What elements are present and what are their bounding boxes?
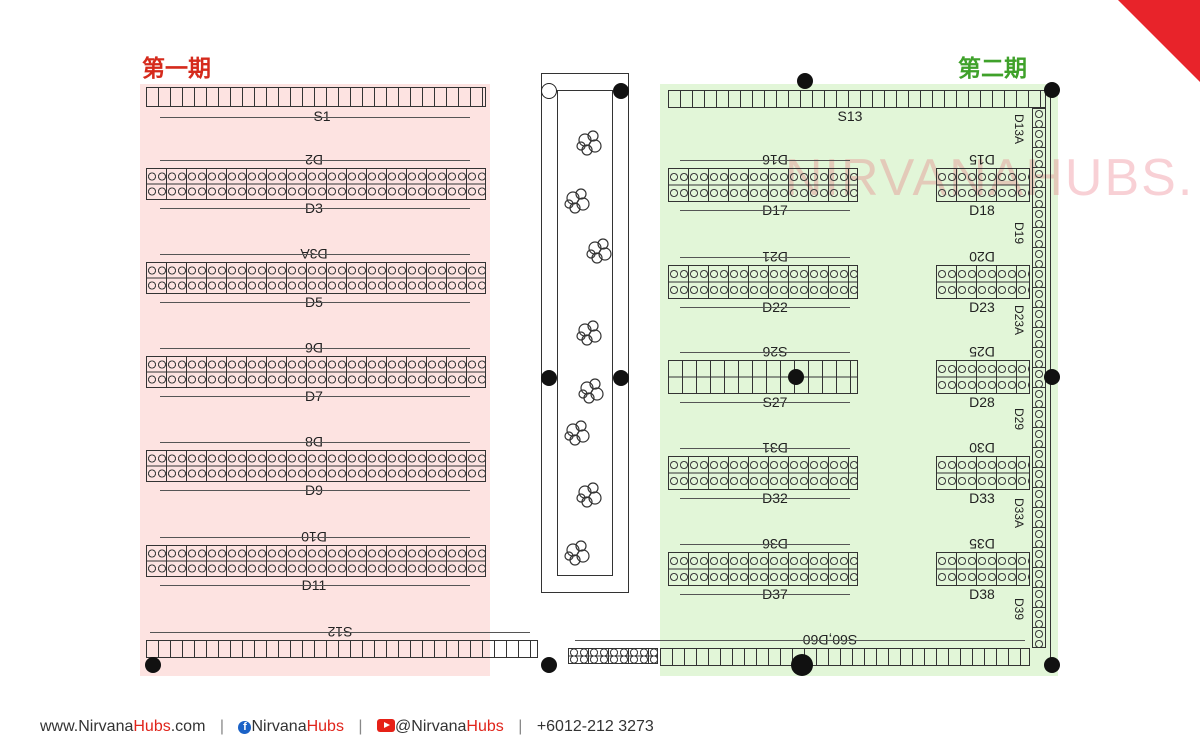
arrow-line: [680, 402, 850, 403]
label-s13: S13: [837, 108, 863, 124]
pillar: [1044, 657, 1060, 673]
phone-number: +6012-212 3273: [536, 718, 654, 735]
arrow-line: [160, 585, 470, 586]
shrub-icon: [564, 188, 590, 214]
row-d20-d23: [936, 265, 1030, 299]
arrow-line: [680, 448, 850, 449]
shrub-icon: [576, 130, 602, 156]
pillar: [145, 657, 161, 673]
facebook-icon: f: [238, 721, 252, 734]
label-d15: D15: [969, 152, 995, 168]
row-bottom-mid: [568, 648, 658, 664]
row-d2-d3: [146, 168, 486, 200]
label-d19: D19: [1012, 222, 1026, 245]
garden-shrubs: [564, 130, 612, 566]
row-d10-d11: [146, 545, 486, 577]
arrow-line: [160, 396, 470, 397]
phase-1-title: 第一期: [142, 56, 211, 82]
youtube-link[interactable]: @NirvanaHubs: [377, 718, 504, 735]
arrow-line: [160, 490, 470, 491]
arrow-line: [160, 117, 470, 118]
row-d21-d22: [668, 265, 858, 299]
row-d3a-d5: [146, 262, 486, 294]
pillar: [791, 654, 813, 676]
label-d25: D25: [969, 344, 995, 360]
arrow-line: [160, 302, 470, 303]
label-s1: S1: [313, 108, 331, 124]
label-d38: D38: [969, 586, 995, 602]
shrub-icon: [564, 540, 590, 566]
label-d18: D18: [969, 202, 995, 218]
arrow-line: [680, 498, 850, 499]
pillar: [1044, 82, 1060, 98]
pillar: [541, 657, 557, 673]
row-d6-d7: [146, 356, 486, 388]
row-d35-d38: [936, 552, 1030, 586]
garden-outer: [541, 73, 629, 593]
row-s13: [668, 90, 1046, 108]
row-d36-d37: [668, 552, 858, 586]
arrow-line: [160, 348, 470, 349]
arrow-line: [680, 544, 850, 545]
row-s60-d60: [660, 648, 1030, 666]
arrow-line: [150, 632, 530, 633]
pillar: [1044, 369, 1060, 385]
label-d23a: D23A: [1012, 305, 1026, 336]
pillar: [613, 83, 629, 99]
label-d33: D33: [969, 490, 995, 506]
shrub-icon: [578, 378, 604, 404]
phase-2-title: 第二期: [958, 56, 1027, 82]
arrow-line: [680, 257, 850, 258]
shrub-icon: [564, 420, 590, 446]
shrub-icon: [586, 238, 612, 264]
youtube-icon: [377, 719, 396, 732]
pillar: [613, 370, 629, 386]
arrow-line: [680, 594, 850, 595]
label-d35: D35: [969, 536, 995, 552]
website-link[interactable]: www.NirvanaHubs.com: [40, 718, 206, 735]
label-d39: D39: [1012, 598, 1026, 621]
arrow-line: [575, 640, 1025, 641]
shrub-icon: [576, 482, 602, 508]
row-s1: [146, 87, 486, 107]
label-d13a: D13A: [1012, 114, 1026, 145]
arrow-line: [680, 307, 850, 308]
pillar: [788, 369, 804, 385]
label-d30: D30: [969, 440, 995, 456]
label-d29: D29: [1012, 408, 1026, 431]
row-d15-d18: [936, 168, 1030, 202]
row-d8-d9: [146, 450, 486, 482]
row-d31-d32: [668, 456, 858, 490]
arrow-line: [680, 160, 850, 161]
garden-inner: [557, 90, 613, 576]
pillar: [541, 370, 557, 386]
pillar: [797, 73, 813, 89]
label-d33a: D33A: [1012, 498, 1026, 529]
shrub-icon: [576, 320, 602, 346]
row-d16-d17: [668, 168, 858, 202]
pillar-open: [541, 83, 557, 99]
arrow-line: [160, 208, 470, 209]
arrow-line: [160, 160, 470, 161]
arrow-line: [160, 254, 470, 255]
corner-accent: [1118, 0, 1200, 82]
row-s12: [146, 640, 538, 658]
label-d23: D23: [969, 299, 995, 315]
arrow-line: [160, 537, 470, 538]
arrow-line: [160, 442, 470, 443]
row-d30-d33: [936, 456, 1030, 490]
arrow-line: [680, 352, 850, 353]
label-d28: D28: [969, 394, 995, 410]
row-s26-s27: [668, 360, 858, 394]
row-d25-d28: [936, 360, 1030, 394]
arrow-line: [680, 210, 850, 211]
label-d20: D20: [969, 249, 995, 265]
